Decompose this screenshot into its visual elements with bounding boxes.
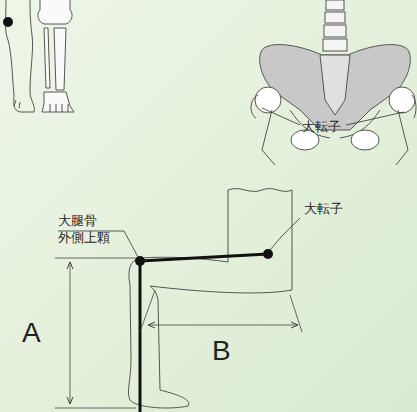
leg-front-view	[6, 0, 35, 112]
dimension-b	[140, 290, 302, 332]
part-label: 大転子	[304, 200, 343, 217]
measure-lines	[140, 254, 268, 412]
knee-marker	[135, 256, 145, 266]
part-label: 大腿骨 外側上顆	[58, 212, 113, 246]
dimension-label: A	[22, 318, 41, 348]
dimension-a	[55, 258, 136, 408]
part-label: 大転子	[302, 118, 341, 135]
seated-figure	[128, 189, 292, 408]
pelvis	[251, 0, 416, 165]
hip-marker	[263, 249, 273, 259]
dimension-label: B	[212, 336, 231, 366]
leg-skeleton	[38, 0, 74, 112]
knee-marker	[3, 17, 13, 27]
